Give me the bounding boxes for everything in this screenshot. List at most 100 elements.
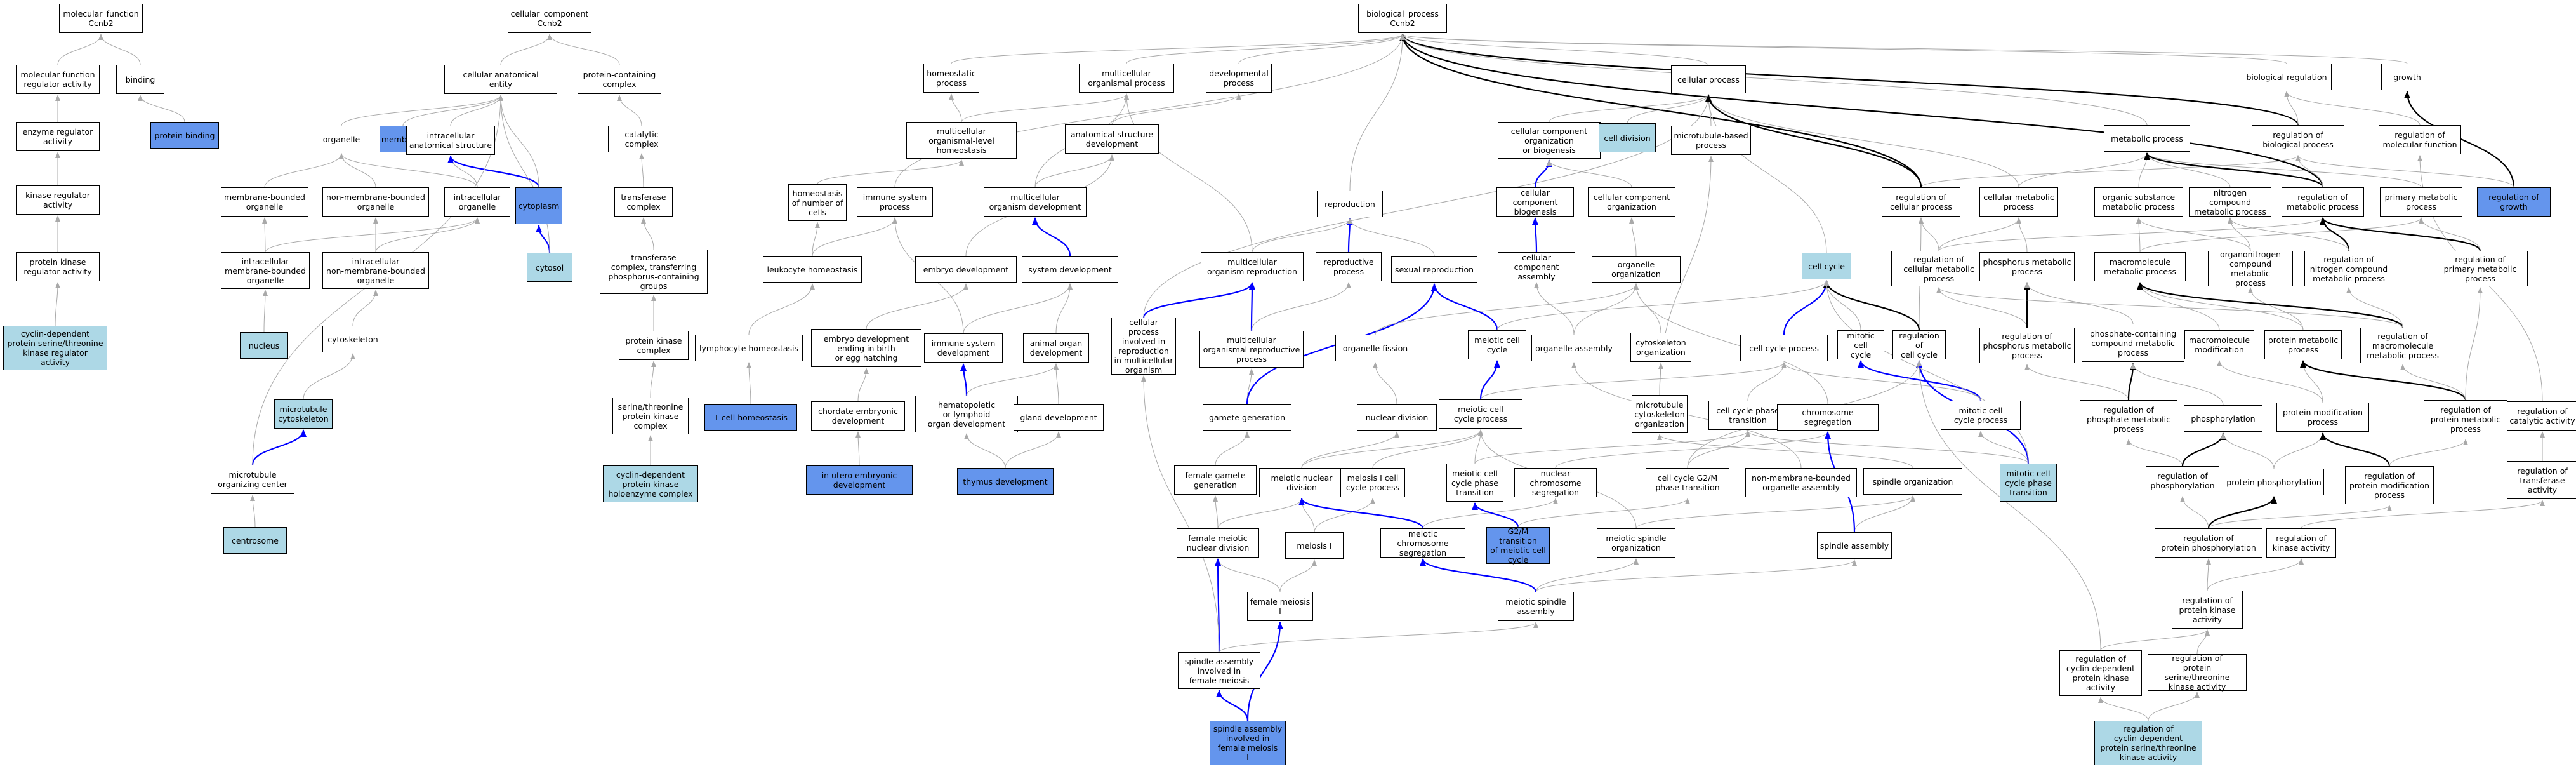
go-term-node[interactable]: meiotic chromosome segregation <box>1380 528 1465 558</box>
go-term-node[interactable]: mitotic cell cycle <box>1837 330 1884 359</box>
go-term-node[interactable]: female gamete generation <box>1174 465 1257 495</box>
go-term-node[interactable]: cell cycle <box>1802 253 1851 279</box>
go-term-node[interactable]: hematopoietic or lymphoid organ developm… <box>915 396 1018 432</box>
go-term-node[interactable]: meiotic spindle organization <box>1597 528 1675 558</box>
go-term-node[interactable]: cellular component assembly <box>1498 252 1575 281</box>
go-term-node[interactable]: regulation of transferase activity <box>2507 461 2576 499</box>
go-term-node[interactable]: spindle assembly involved in female meio… <box>1210 721 1286 765</box>
go-term-node[interactable]: meiotic cell cycle process <box>1439 399 1522 429</box>
go-term-node[interactable]: molecular function regulator activity <box>16 65 100 94</box>
go-term-node[interactable]: regulation of metabolic process <box>2282 187 2364 217</box>
go-term-node[interactable]: cell cycle process <box>1740 335 1828 361</box>
go-term-node[interactable]: organelle <box>310 126 373 152</box>
go-term-node[interactable]: regulation of protein serine/threonine k… <box>2148 653 2247 692</box>
go-term-node[interactable]: female meiosis I <box>1247 592 1313 621</box>
go-term-node[interactable]: chordate embryonic development <box>811 401 905 431</box>
go-term-node[interactable]: immune system process <box>857 187 933 217</box>
go-term-node[interactable]: meiotic spindle assembly <box>1498 592 1574 621</box>
go-term-node[interactable]: intracellular non-membrane-bounded organ… <box>322 252 429 289</box>
go-term-node[interactable]: female meiotic nuclear division <box>1177 528 1259 558</box>
go-term-node[interactable]: cellular component organization or bioge… <box>1498 122 1601 159</box>
go-term-node[interactable]: biological_process Ccnb2 <box>1358 4 1447 33</box>
go-term-node[interactable]: in utero embryonic development <box>806 465 913 495</box>
go-term-node[interactable]: mitotic cell cycle process <box>1941 401 2021 430</box>
go-term-node[interactable]: biological regulation <box>2242 64 2332 90</box>
go-term-node[interactable]: protein phosphorylation <box>2224 469 2324 495</box>
go-term-node[interactable]: mitotic cell cycle phase transition <box>2000 464 2057 502</box>
go-term-node[interactable]: meiotic cell cycle <box>1468 330 1526 359</box>
go-term-node[interactable]: animal organ development <box>1023 333 1089 363</box>
go-term-node[interactable]: T cell homeostasis <box>704 404 797 431</box>
go-term-node[interactable]: microtubule cytoskeleton organization <box>1632 395 1688 433</box>
go-term-node[interactable]: meiotic cell cycle phase transition <box>1446 464 1503 502</box>
go-term-node[interactable]: protein modification process <box>2276 403 2369 432</box>
go-term-node[interactable]: microtubule cytoskeleton <box>274 399 333 429</box>
go-term-node[interactable]: regulation of phosphate metabolic proces… <box>2080 400 2177 438</box>
go-term-node[interactable]: protein metabolic process <box>2264 330 2342 359</box>
go-term-node[interactable]: meiosis I <box>1285 532 1344 559</box>
go-term-node[interactable]: cellular metabolic process <box>1979 187 2058 217</box>
go-term-node[interactable]: transferase complex <box>614 187 673 217</box>
go-term-node[interactable]: spindle organization <box>1863 468 1962 495</box>
go-term-node[interactable]: microtubule-based process <box>1671 126 1751 155</box>
go-term-node[interactable]: phosphorus metabolic process <box>1979 252 2075 281</box>
go-term-node[interactable]: transferase complex, transferring phosph… <box>600 250 708 294</box>
go-term-node[interactable]: kinase regulator activity <box>16 185 100 215</box>
go-term-node[interactable]: regulation of protein metabolic process <box>2424 400 2507 438</box>
go-term-node[interactable]: cytoplasm <box>515 187 562 224</box>
go-term-node[interactable]: regulation of protein kinase activity <box>2172 591 2243 629</box>
go-term-node[interactable]: regulation of nitrogen compound metaboli… <box>2304 251 2393 286</box>
go-term-node[interactable]: non-membrane-bounded organelle <box>322 187 429 217</box>
go-term-node[interactable]: system development <box>1022 256 1118 283</box>
go-term-node[interactable]: regulation of primary metabolic process <box>2433 251 2528 286</box>
go-term-node[interactable]: centrosome <box>223 527 287 554</box>
go-term-node[interactable]: organelle fission <box>1335 335 1415 361</box>
go-term-node[interactable]: organelle assembly <box>1531 335 1616 361</box>
go-term-node[interactable]: protein kinase complex <box>619 331 689 360</box>
go-term-node[interactable]: cell cycle G2/M phase transition <box>1646 468 1729 497</box>
go-term-node[interactable]: serine/threonine protein kinase complex <box>612 398 689 434</box>
go-term-node[interactable]: microtubule organizing center <box>211 465 294 494</box>
go-term-node[interactable]: gland development <box>1014 404 1104 431</box>
go-term-node[interactable]: G2/M transition of meiotic cell cycle <box>1486 526 1550 565</box>
go-term-node[interactable]: nitrogen compound metabolic process <box>2189 187 2271 217</box>
go-term-node[interactable]: spindle assembly involved in female meio… <box>1178 652 1260 689</box>
go-term-node[interactable]: phosphorylation <box>2184 405 2262 432</box>
go-term-node[interactable]: anatomical structure development <box>1065 124 1159 154</box>
go-term-node[interactable]: meiotic nuclear division <box>1259 468 1344 497</box>
go-term-node[interactable]: intracellular anatomical structure <box>406 126 495 155</box>
go-term-node[interactable]: homeostatic process <box>923 64 979 93</box>
go-term-node[interactable]: meiosis I cell cycle process <box>1340 468 1405 497</box>
go-term-node[interactable]: cellular component biogenesis <box>1496 187 1574 217</box>
go-term-node[interactable]: leukocyte homeostasis <box>763 256 862 283</box>
go-term-node[interactable]: regulation of protein phosphorylation <box>2155 528 2262 558</box>
go-term-node[interactable]: regulation of cell cycle <box>1892 330 1946 359</box>
go-term-node[interactable]: metabolic process <box>2104 125 2190 152</box>
go-term-node[interactable]: developmental process <box>1206 64 1272 93</box>
go-term-node[interactable]: reproductive process <box>1316 252 1382 281</box>
go-term-node[interactable]: cellular process involved in reproductio… <box>1111 318 1176 375</box>
go-term-node[interactable]: multicellular organism development <box>984 187 1087 217</box>
go-term-node[interactable]: cell cycle phase transition <box>1708 401 1787 430</box>
go-term-node[interactable]: multicellular organismal-level homeostas… <box>906 122 1017 159</box>
go-term-node[interactable]: regulation of cyclin-dependent protein s… <box>2094 721 2202 765</box>
go-term-node[interactable]: cellular component organization <box>1588 187 1675 217</box>
go-term-node[interactable]: cytoskeleton organization <box>1630 333 1691 362</box>
go-term-node[interactable]: regulation of phosphorus metabolic proce… <box>1979 328 2075 363</box>
go-term-node[interactable]: catalytic complex <box>608 126 675 152</box>
go-term-node[interactable]: chromosome segregation <box>1777 404 1879 431</box>
go-term-node[interactable]: gamete generation <box>1203 404 1291 431</box>
go-term-node[interactable]: sexual reproduction <box>1391 256 1477 283</box>
go-term-node[interactable]: regulation of molecular function <box>2379 125 2461 154</box>
go-term-node[interactable]: intracellular organelle <box>444 187 510 217</box>
go-term-node[interactable]: macromolecule modification <box>2184 330 2254 359</box>
go-term-node[interactable]: non-membrane-bounded organelle assembly <box>1745 468 1857 497</box>
go-term-node[interactable]: regulation of growth <box>2477 187 2551 217</box>
go-term-node[interactable]: membrane-bounded organelle <box>221 187 308 217</box>
go-term-node[interactable]: primary metabolic process <box>2380 187 2462 217</box>
go-term-node[interactable]: intracellular membrane-bounded organelle <box>221 252 310 289</box>
go-term-node[interactable]: protein binding <box>150 122 219 149</box>
go-term-node[interactable]: protein-containing complex <box>578 65 661 94</box>
go-term-node[interactable]: regulation of cellular metabolic process <box>1891 251 1986 286</box>
go-term-node[interactable]: cytosol <box>527 253 572 282</box>
